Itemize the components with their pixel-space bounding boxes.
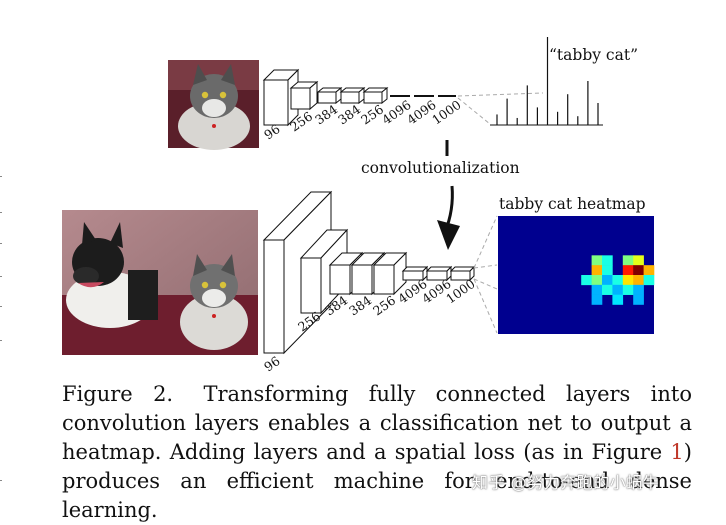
heatmap-cell: [643, 265, 655, 276]
transition-label: convolutionalization: [361, 159, 520, 177]
heatmap-cell: [602, 255, 613, 266]
heatmap-cell: [643, 275, 655, 286]
margin-tick: [0, 340, 2, 341]
heatmap-cell: [602, 265, 613, 276]
top-to-output-connectors: [457, 92, 544, 125]
margin-tick: [0, 176, 2, 177]
bottom-network: [262, 190, 476, 355]
top-label-1000: 1000: [429, 97, 464, 128]
heatmap-cell: [633, 275, 644, 286]
figure-number: Figure 2.: [62, 382, 174, 406]
heatmap-cell: [622, 255, 634, 266]
heatmap-cell: [612, 275, 624, 286]
heatmap-cell: [581, 275, 592, 286]
top-network: [262, 68, 389, 127]
heatmap-cell: [591, 275, 603, 286]
heatmap-cell: [622, 275, 634, 286]
watermark: 知乎 @努力奔跑的小蜗牛: [472, 473, 660, 492]
heatmap-cell: [591, 265, 603, 276]
margin-tick: [0, 276, 2, 277]
heatmap-cell: [622, 284, 634, 295]
heatmap-cell: [633, 294, 644, 305]
margin-tick: [0, 212, 2, 213]
top-label-96: 96: [261, 121, 283, 142]
heatmap-cell: [633, 265, 644, 276]
convolutionalization-arrow: [437, 140, 460, 250]
caption-text-1: Transforming fully connected layers into…: [62, 382, 692, 464]
bottom-to-heatmap-connectors: [473, 215, 498, 334]
heatmap-title: tabby cat heatmap: [499, 195, 646, 213]
heatmap-cell: [591, 255, 603, 266]
output-label: “tabby cat”: [549, 46, 638, 64]
bottom-label-96: 96: [261, 353, 283, 374]
figure-ref-link[interactable]: 1: [670, 440, 684, 464]
caption-text-2: ) produces an efficient machine for end-…: [62, 440, 692, 522]
top-output-bars: [490, 37, 603, 126]
margin-tick: [0, 480, 2, 481]
heatmap-cell: [602, 275, 613, 286]
bottom-label-256b: 256: [370, 292, 398, 318]
margin-tick: [0, 306, 2, 307]
figure-caption: Figure 2. Transforming fully connected l…: [62, 380, 692, 525]
heatmap-cell: [622, 265, 634, 276]
heatmap-cell: [633, 284, 644, 295]
figure-diagram: 96 256 384 384 256 4096 4096 1000 “tabby…: [62, 37, 655, 374]
tabby-cat-heatmap: [498, 216, 655, 334]
bottom-dog-cat-photo: [62, 210, 258, 355]
heatmap-cell: [591, 284, 603, 295]
heatmap-cell: [612, 294, 624, 305]
heatmap-cell: [633, 255, 644, 266]
heatmap-cell: [612, 284, 624, 295]
margin-tick: [0, 243, 2, 244]
heatmap-cell: [602, 284, 613, 295]
top-cat-photo: [168, 60, 259, 150]
heatmap-cell: [591, 294, 603, 305]
